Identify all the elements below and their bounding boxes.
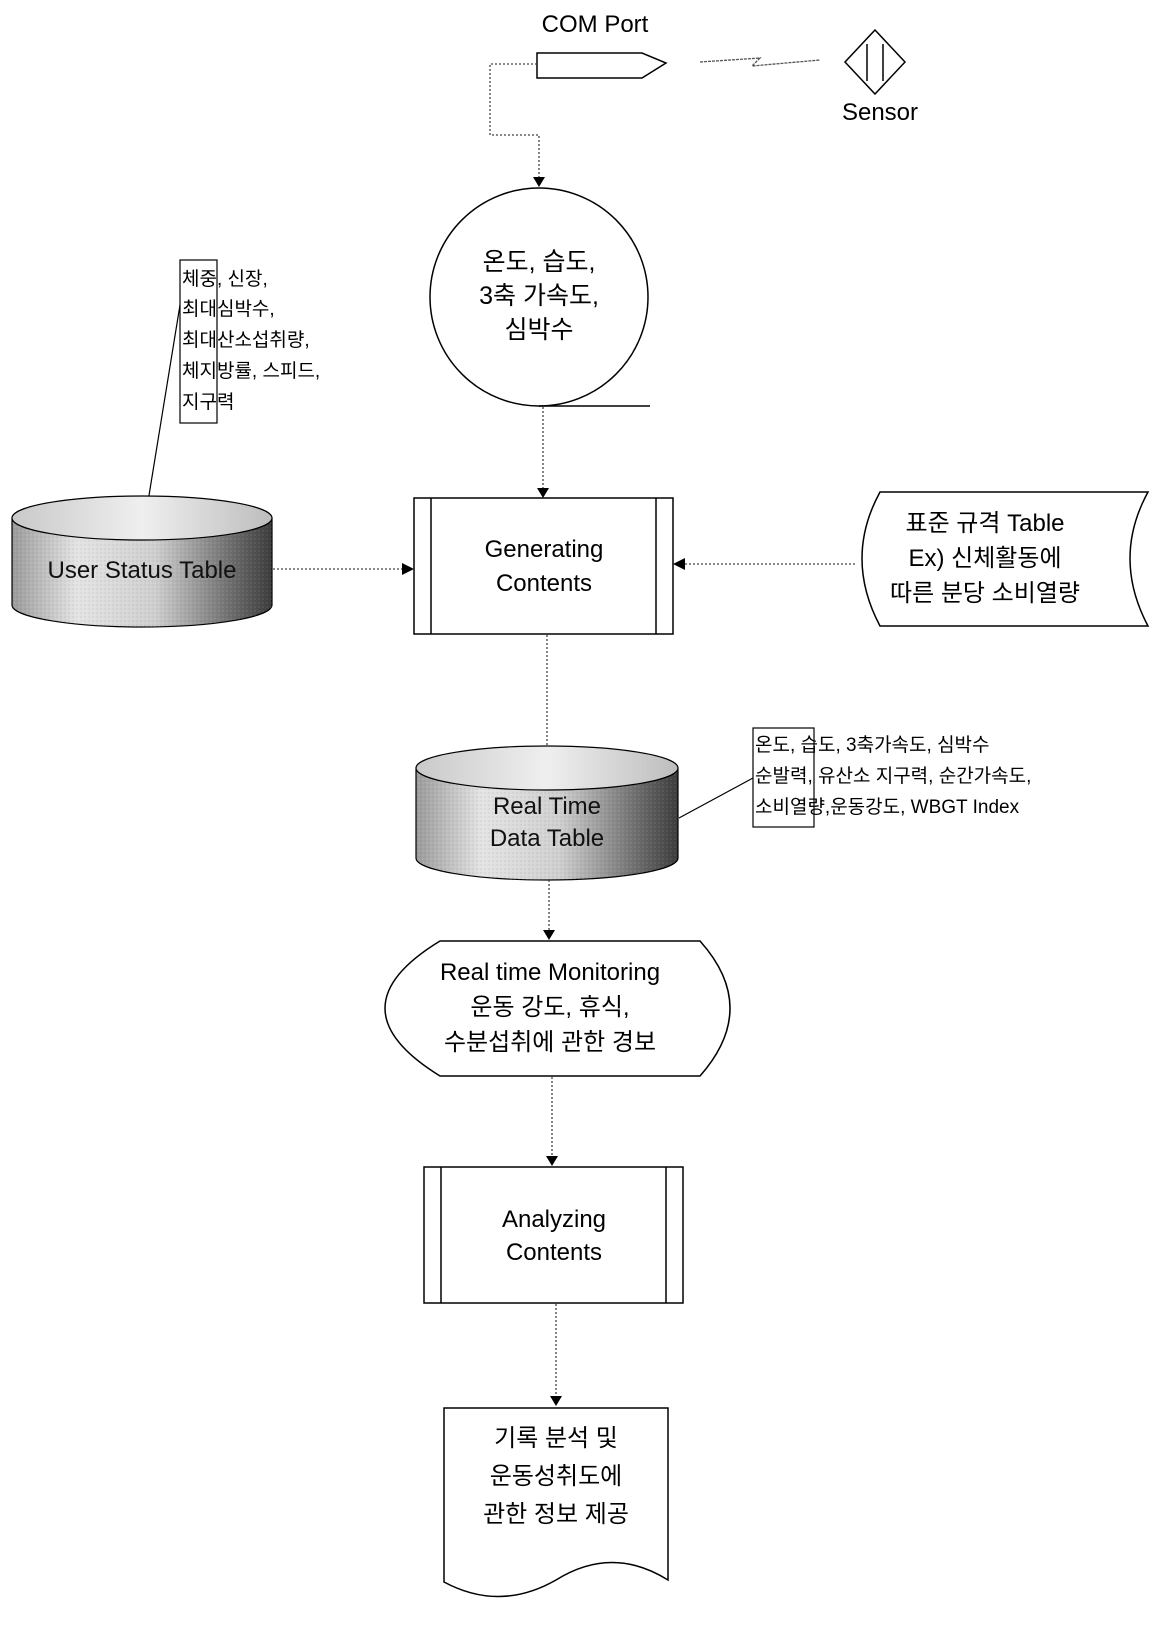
user-status-note-line-1: 체중, 신장, xyxy=(182,268,268,290)
wireless-link xyxy=(699,57,821,67)
generating-contents-process xyxy=(413,497,674,635)
sensor-data-line-3: 심박수 xyxy=(504,316,573,344)
output-document-line-1: 기록 분석 및 xyxy=(494,1425,618,1452)
output-document xyxy=(443,1407,669,1598)
arrowhead xyxy=(546,1156,558,1166)
analyzing-contents-line-2: Contents xyxy=(506,1239,602,1266)
monitoring-line-3: 수분섭취에 관한 경보 xyxy=(444,1029,656,1056)
real-time-data-table-line-1: Real Time xyxy=(493,793,601,820)
monitoring-line-1: Real time Monitoring xyxy=(440,959,660,986)
sensor-label: Sensor xyxy=(842,99,918,126)
standard-table-line-3: 따른 분당 소비열량 xyxy=(890,580,1080,607)
arrowhead xyxy=(537,488,549,498)
real-time-data-note-line-1: 온도, 습도, 3축가속도, 심박수 xyxy=(755,734,990,756)
generating-contents-line-1: Generating xyxy=(485,536,604,563)
analyzing-contents-process xyxy=(423,1166,684,1304)
standard-table-stored-data xyxy=(861,491,1150,627)
com-port-to-sensor-data-connector xyxy=(489,63,540,180)
output-document-line-3: 관한 정보 제공 xyxy=(483,1501,629,1528)
standard-table-line-2: Ex) 신체활동에 xyxy=(908,545,1061,572)
com-port-connector xyxy=(536,52,668,79)
user-status-note-line-4: 체지방률, 스피드, xyxy=(182,360,320,382)
user-status-table-cylinder xyxy=(11,495,273,628)
sensor-data-line-1: 온도, 습도, xyxy=(483,248,596,276)
real-time-data-note-leader xyxy=(678,777,754,819)
output-document-line-2: 운동성취도에 xyxy=(490,1463,622,1490)
user-status-table-label: User Status Table xyxy=(48,557,237,584)
user-status-note-line-2: 최대심박수, xyxy=(182,298,275,320)
sensor-icon xyxy=(843,28,907,96)
user-status-note-line-3: 최대산소섭취량, xyxy=(182,329,310,351)
analyzing-contents-line-1: Analyzing xyxy=(502,1206,606,1233)
monitoring-line-2: 운동 강도, 휴식, xyxy=(470,994,629,1021)
standard-table-line-1: 표준 규격 Table xyxy=(905,510,1064,537)
arrowhead xyxy=(402,563,414,575)
real-time-data-table-cylinder xyxy=(415,745,679,881)
user-status-note-bracket xyxy=(179,259,218,424)
arrowhead xyxy=(543,930,555,940)
sensor-data-line-2: 3축 가속도, xyxy=(479,282,599,310)
generating-contents-line-2: Contents xyxy=(496,570,592,597)
arrowhead xyxy=(533,177,545,187)
com-port-label: COM Port xyxy=(542,11,649,38)
arrowhead xyxy=(550,1396,562,1406)
real-time-data-note-bracket xyxy=(752,727,815,828)
user-status-note-line-5: 지구력 xyxy=(182,391,234,413)
real-time-data-note-line-3: 소비열량,운동강도, WBGT Index xyxy=(755,796,1020,818)
arrowhead xyxy=(673,558,685,570)
real-time-monitoring-display xyxy=(384,940,731,1077)
user-status-note-leader xyxy=(144,304,181,521)
real-time-data-table-line-2: Data Table xyxy=(490,825,604,852)
real-time-data-note-line-2: 순발력, 유산소 지구력, 순간가속도, xyxy=(755,765,1031,787)
